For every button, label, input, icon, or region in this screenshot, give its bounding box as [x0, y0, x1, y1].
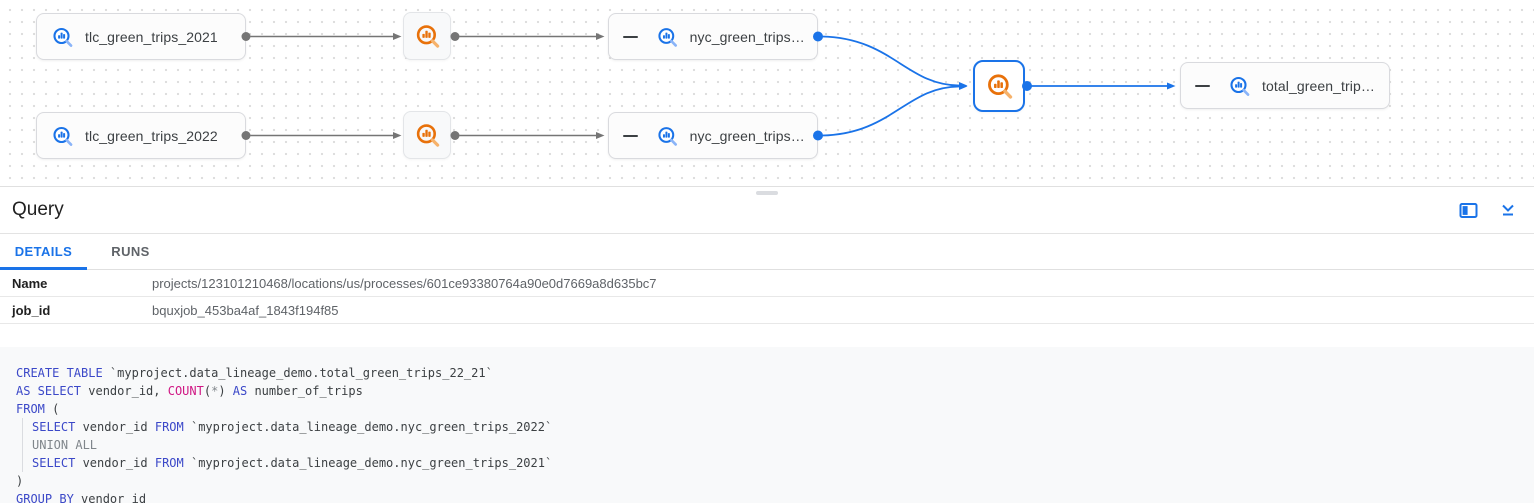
node-label: tlc_green_trips_2021	[85, 28, 218, 45]
detail-value: bquxjob_453ba4af_1843f194f85	[152, 302, 339, 318]
header-divider	[0, 233, 1534, 234]
node-label: nyc_green_trips…	[689, 127, 803, 144]
edge-nyc-top-to-merge-selected	[821, 35, 968, 89]
sql-code-line: CREATE TABLE `myproject.data_lineage_dem…	[16, 366, 493, 380]
bigquery-table-icon	[658, 27, 678, 47]
output-port-dot	[450, 32, 460, 41]
collapse-minus-icon[interactable]	[623, 134, 638, 137]
node-tlc-green-trips-2022[interactable]: tlc_green_trips_2022	[36, 112, 246, 159]
sql-code-line: SELECT vendor_id FROM `myproject.data_li…	[16, 418, 1518, 436]
collapse-minus-icon[interactable]	[1195, 84, 1210, 87]
process-node-merge-selected[interactable]	[973, 60, 1025, 112]
detail-label: job_id	[12, 302, 51, 318]
sql-code-line: AS SELECT vendor_id, COUNT(*) AS number_…	[16, 384, 363, 398]
sql-query-code[interactable]: CREATE TABLE `myproject.data_lineage_dem…	[0, 347, 1534, 503]
collapse-minus-icon[interactable]	[623, 35, 638, 38]
node-nyc-green-trips-bottom[interactable]: nyc_green_trips…	[608, 112, 818, 159]
detail-value: projects/123101210468/locations/us/proce…	[152, 275, 657, 291]
sql-code-line: UNION ALL	[16, 436, 1518, 454]
process-node-bottom[interactable]	[403, 111, 451, 159]
process-node-top[interactable]	[403, 12, 451, 60]
bigquery-table-icon	[1230, 76, 1250, 96]
node-total-green-trips[interactable]: total_green_trip…	[1180, 62, 1390, 109]
lineage-canvas[interactable]: tlc_green_trips_2021 nyc_green_trips… tl…	[0, 0, 1534, 186]
detail-row-job-id: job_id bquxjob_453ba4af_1843f194f85	[0, 297, 1534, 324]
query-process-icon	[987, 74, 1013, 99]
bigquery-table-icon	[53, 27, 73, 47]
tab-runs[interactable]: RUNS	[111, 244, 150, 259]
bigquery-table-icon	[53, 126, 73, 146]
node-label: total_green_trip…	[1262, 77, 1375, 94]
edge-nyc-bottom-to-merge-selected	[821, 83, 968, 137]
panel-header: Query	[0, 187, 1534, 233]
output-port-dot	[450, 131, 460, 140]
query-process-icon	[416, 24, 440, 48]
panel-title: Query	[12, 199, 64, 220]
node-label: nyc_green_trips…	[689, 28, 803, 45]
sql-code-line: SELECT vendor_id FROM `myproject.data_li…	[16, 454, 1518, 472]
bigquery-table-icon	[658, 126, 678, 146]
node-tlc-green-trips-2021[interactable]: tlc_green_trips_2021	[36, 13, 246, 60]
query-process-icon	[416, 123, 440, 147]
query-details-panel: Query DETAILS RUNS	[0, 186, 1534, 503]
sql-code-line: GROUP BY vendor_id	[16, 492, 147, 503]
panel-drag-handle[interactable]	[756, 191, 778, 195]
detail-row-name: Name projects/123101210468/locations/us/…	[0, 270, 1534, 297]
sql-code-line: FROM (	[16, 402, 60, 416]
node-label: tlc_green_trips_2022	[85, 127, 218, 144]
tab-details[interactable]: DETAILS	[0, 234, 87, 270]
detail-label: Name	[12, 275, 48, 291]
sql-code-line: )	[16, 474, 24, 488]
collapse-panel-icon[interactable]	[1498, 200, 1518, 220]
node-nyc-green-trips-top[interactable]: nyc_green_trips…	[608, 13, 818, 60]
panel-tabs: DETAILS RUNS	[0, 234, 1534, 270]
side-panel-icon[interactable]	[1458, 200, 1478, 220]
